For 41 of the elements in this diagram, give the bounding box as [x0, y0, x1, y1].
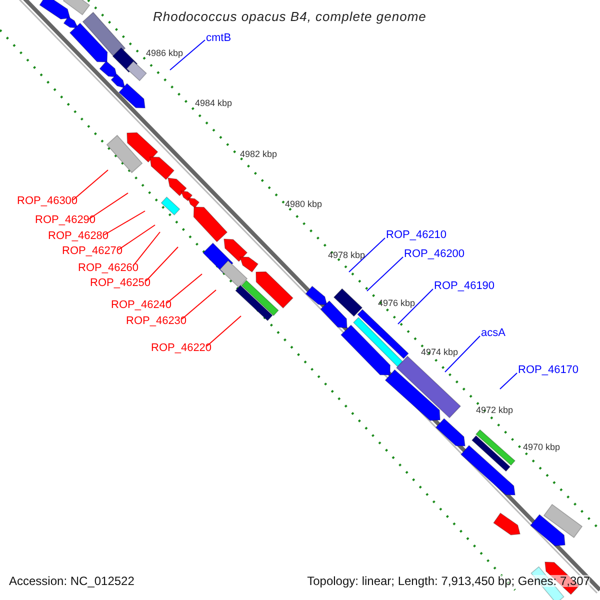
gene-label: ROP_46250	[90, 278, 151, 289]
leader-line	[398, 288, 434, 324]
scale-label: 4980 kbp	[285, 200, 322, 209]
leader-line	[104, 210, 146, 236]
genome-stats-text: Topology: linear; Length: 7,913,450 bp; Genes: 7,307	[307, 575, 590, 587]
gene-label: acsA	[481, 328, 506, 339]
gene-label: ROP_46220	[151, 343, 212, 354]
scale-label: 4984 kbp	[195, 99, 232, 108]
scale-label: 4986 kbp	[146, 49, 184, 58]
leader-line	[118, 224, 156, 250]
gene-label: ROP_46270	[62, 246, 123, 257]
gene-label: ROP_46240	[111, 300, 172, 311]
gene-label: ROP_46280	[48, 231, 109, 242]
scale-label: 4972 kbp	[476, 406, 514, 415]
gene-label: ROP_46200	[404, 249, 465, 260]
scale-label: 4976 kbp	[378, 299, 416, 308]
genome-title: Rhodococcus opacus B4, complete genome	[153, 10, 426, 23]
gene-label: ROP_46210	[386, 230, 447, 241]
leader-line	[72, 170, 108, 200]
gene-label: ROP_46230	[126, 316, 187, 327]
leader-line	[146, 246, 178, 282]
leader-line	[348, 238, 386, 272]
scale-label: 4982 kbp	[240, 150, 278, 159]
leader-line	[444, 336, 480, 372]
leader-line	[166, 274, 202, 304]
leader-line	[366, 256, 404, 292]
gene-label: ROP_46290	[35, 215, 96, 226]
leader-line	[182, 290, 216, 320]
scale-label: 4970 kbp	[523, 443, 560, 452]
leader-line	[206, 316, 242, 346]
leader-line	[170, 40, 206, 70]
gene-label: ROP_46260	[78, 263, 139, 274]
leader-line	[500, 372, 518, 390]
gene-label: ROP_46300	[17, 196, 78, 207]
accession-text: Accession: NC_012522	[9, 575, 134, 587]
gene-label: cmtB	[206, 33, 232, 44]
scale-label: 4974 kbp	[421, 348, 458, 357]
leader-line	[88, 192, 128, 220]
scale-label: 4978 kbp	[328, 251, 366, 260]
gene-label: ROP_46170	[518, 365, 579, 376]
gene-label: ROP_46190	[434, 281, 495, 292]
